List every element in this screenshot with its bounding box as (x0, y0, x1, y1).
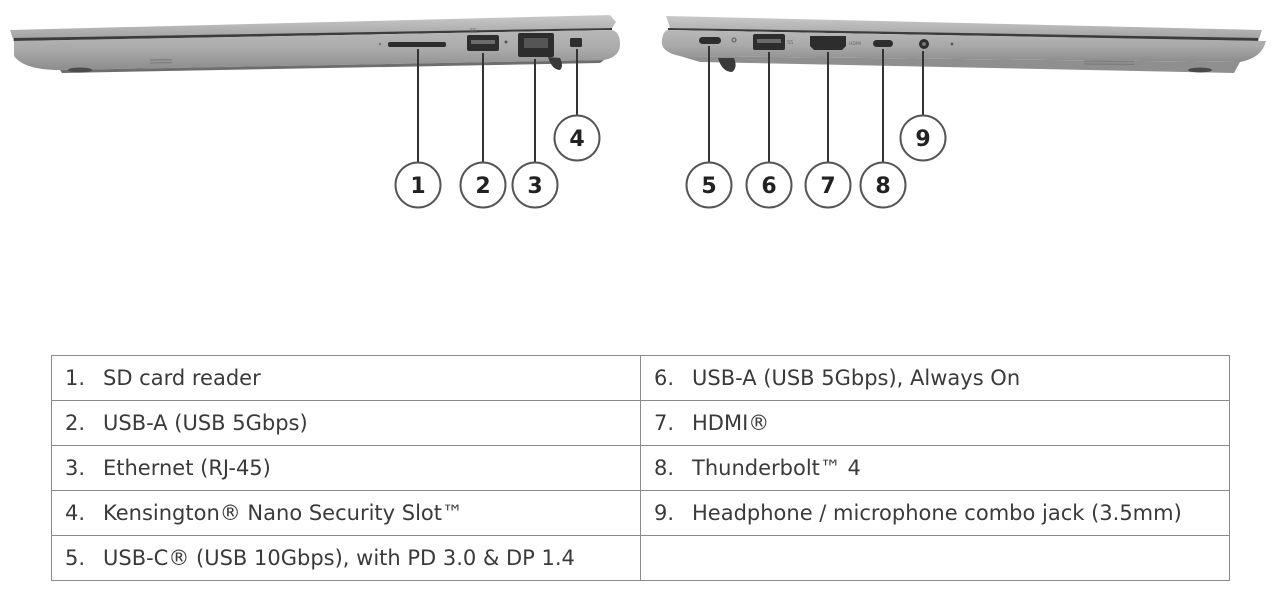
left-base-bottom (60, 60, 604, 73)
port-number: 8. (654, 456, 675, 480)
sd-card-slot (388, 42, 446, 47)
port-label: Ethernet (RJ-45) (103, 456, 271, 480)
port-label: USB-C® (USB 10Gbps), with PD 3.0 & DP 1.… (103, 546, 575, 570)
callout-circle-9 (899, 114, 947, 162)
port-label: USB-A (USB 5Gbps) (103, 411, 308, 435)
usb-mark-left: SS (470, 28, 476, 34)
laptop-left-side (10, 15, 620, 73)
port-label: Thunderbolt™ 4 (692, 456, 861, 480)
callout-number-2: 2 (475, 174, 490, 199)
left-lid (10, 15, 616, 42)
port-cell-9: 9. Headphone / microphone combo jack (3.5… (640, 490, 1230, 536)
callout-circle-2 (459, 161, 507, 209)
table-row: 4. Kensington® Nano Security Slot™ 9. Head… (51, 490, 1230, 536)
right-front-foot (718, 58, 736, 72)
hdmi-mark: HDMI (849, 41, 861, 47)
table-row: 5. USB-C® (USB 10Gbps), with PD 3.0 & DP … (51, 535, 1230, 581)
port-label: Kensington® Nano Security Slot™ (103, 501, 464, 525)
usb-mark-right: SS (787, 40, 793, 46)
port-number: 1. (65, 366, 86, 390)
callout-number-4: 4 (569, 127, 584, 152)
callout-numbers: 1 2 3 4 5 6 7 8 9 (410, 127, 930, 199)
port-cell-4: 4. Kensington® Nano Security Slot™ (51, 490, 641, 536)
callout-number-3: 3 (527, 174, 542, 199)
callout-circle-1 (394, 161, 442, 209)
usb-c-port (699, 37, 721, 44)
laptop-ports-diagram: 1 2 3 4 5 6 7 8 9 SS SS HDMI (10, 15, 1266, 209)
callout-circle-3 (511, 161, 559, 209)
left-lid-seam (14, 28, 612, 41)
thunderbolt-port (873, 40, 893, 47)
port-number: 9. (654, 501, 675, 525)
right-base-bottom (680, 56, 1240, 73)
port-cell-6: 6. USB-A (USB 5Gbps), Always On (640, 355, 1230, 401)
sd-indicator-icon (378, 42, 382, 46)
port-cell-8: 8. Thunderbolt™ 4 (640, 445, 1230, 491)
port-number: 3. (65, 456, 86, 480)
port-number: 2. (65, 411, 86, 435)
port-number: 7. (654, 411, 675, 435)
right-foot (1188, 67, 1212, 73)
callout-circle-5 (685, 161, 733, 209)
port-label: SD card reader (103, 366, 261, 390)
port-cell-3: 3. Ethernet (RJ-45) (51, 445, 641, 491)
table-row: 3. Ethernet (RJ-45) 8. Thunderbolt™ 4 (51, 445, 1230, 491)
port-label: Headphone / microphone combo jack (3.5mm… (692, 501, 1182, 525)
port-cell-2: 2. USB-A (USB 5Gbps) (51, 400, 641, 446)
power-indicator-icon (731, 37, 737, 43)
ports-table: 1. SD card reader 6. USB-A (USB 5Gbps), Al… (51, 355, 1230, 581)
port-number: 4. (65, 501, 86, 525)
ethernet-flap (548, 57, 562, 70)
audio-jack-inner (922, 42, 926, 46)
callout-circle-7 (804, 161, 852, 209)
callout-circle-6 (745, 161, 793, 209)
callout-leaders (417, 46, 924, 162)
port-label: HDMI® (692, 411, 770, 435)
callout-number-9: 9 (915, 127, 930, 152)
port-number: 5. (65, 546, 86, 570)
port-cell-1: 1. SD card reader (51, 355, 641, 401)
right-lid-seam (668, 28, 1258, 41)
right-lid (666, 16, 1262, 42)
table-row: 1. SD card reader 6. USB-A (USB 5Gbps), Al… (51, 355, 1230, 401)
callout-number-7: 7 (820, 174, 835, 199)
callout-number-8: 8 (875, 174, 890, 199)
usb-a-tongue (471, 40, 495, 44)
port-label: USB-A (USB 5Gbps), Always On (692, 366, 1021, 390)
right-speaker-grille (1083, 60, 1135, 66)
ethernet-jack (524, 38, 548, 48)
table-row: 2. USB-A (USB 5Gbps) 7. HDMI® (51, 400, 1230, 446)
callout-number-5: 5 (701, 174, 716, 199)
callout-number-6: 6 (761, 174, 776, 199)
callout-circle-4 (553, 114, 601, 162)
callout-circle-8 (859, 161, 907, 209)
usb-indicator-icon (504, 40, 508, 44)
port-cell-7: 7. HDMI® (640, 400, 1230, 446)
hdmi-port (810, 36, 846, 50)
callout-circles (394, 114, 947, 209)
port-cell-empty (640, 535, 1230, 581)
usb-a-always-on-tongue (757, 39, 781, 43)
left-foot (68, 67, 92, 73)
callout-number-1: 1 (410, 174, 425, 199)
laptop-right-side (661, 16, 1266, 73)
port-cell-5: 5. USB-C® (USB 10Gbps), with PD 3.0 & DP … (51, 535, 641, 581)
status-led-icon (950, 42, 954, 46)
kensington-slot (570, 38, 582, 47)
port-number: 6. (654, 366, 675, 390)
left-speaker-grille (149, 58, 173, 64)
